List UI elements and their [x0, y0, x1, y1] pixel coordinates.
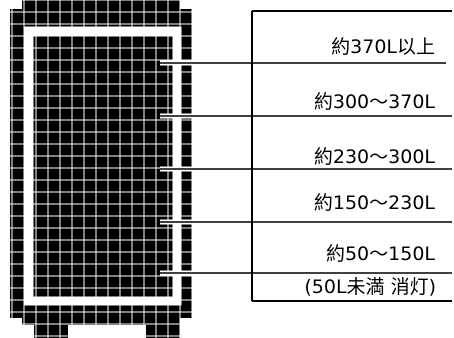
- label-box: [251, 10, 452, 302]
- level-label-1: 約370L以上: [331, 36, 435, 58]
- level-label-3: 約230〜300L: [313, 146, 435, 168]
- level-label-4: 約150〜230L: [313, 192, 435, 214]
- leader-lines: [160, 60, 452, 276]
- level-label-5: 約50〜150L: [325, 243, 435, 265]
- level-lamp-grid-3: [39, 149, 167, 185]
- level-lamps: [39, 41, 167, 290]
- level-label-2: 約300〜370L: [313, 91, 435, 113]
- level-lamp-grid-4: [39, 202, 167, 238]
- off-note: (50L未満 消灯): [304, 276, 436, 298]
- level-lamp-grid-5: [39, 254, 167, 290]
- level-lamp-grid-2: [39, 96, 167, 132]
- inner-frame: [24, 26, 182, 306]
- level-lamp-grid-1: [39, 41, 167, 77]
